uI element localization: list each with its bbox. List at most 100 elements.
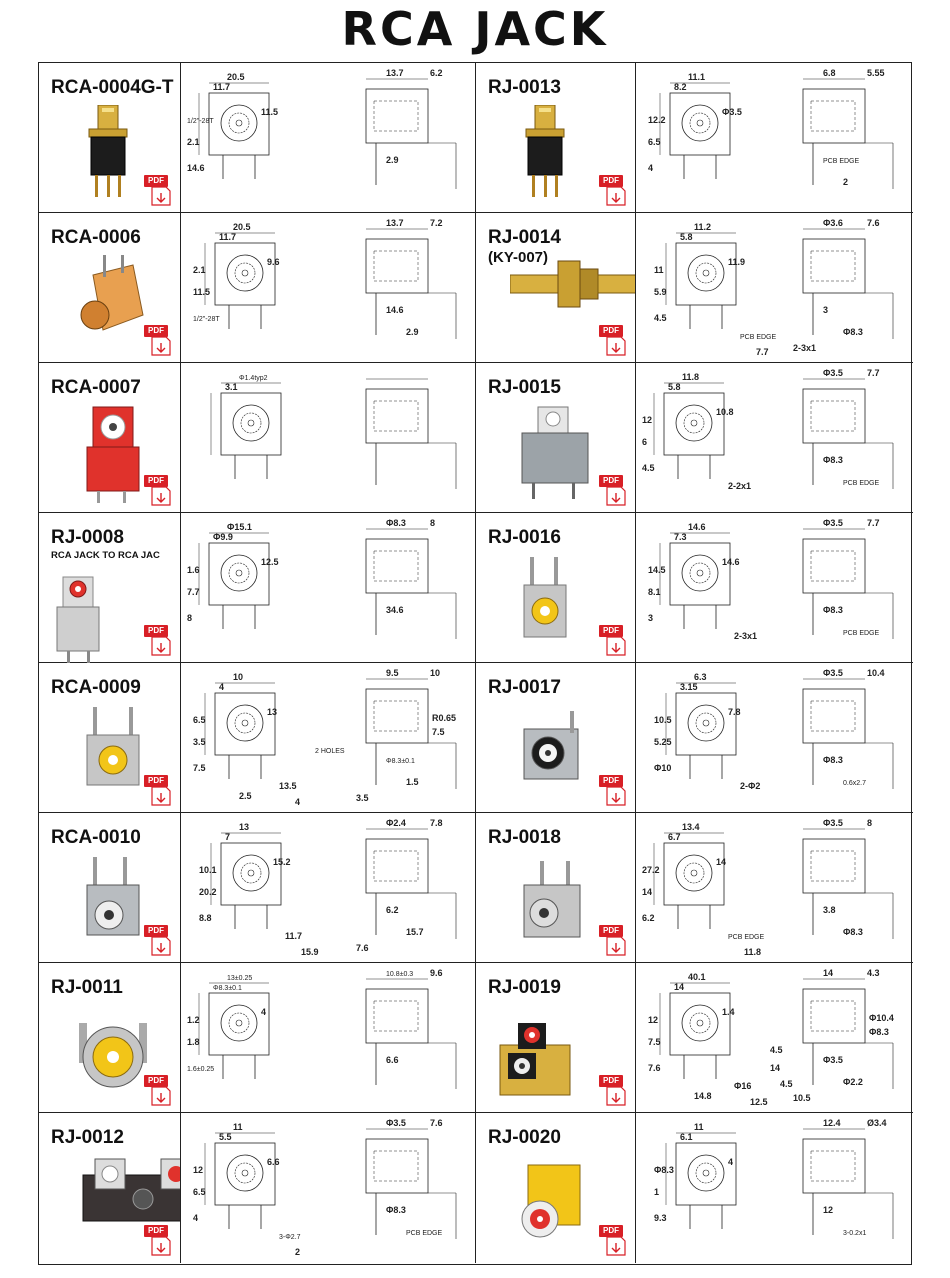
product-photo-cell: RJ-0020 PDF	[476, 1113, 636, 1263]
product-photo-cell: RCA-0006 PDF	[39, 213, 181, 363]
dimension-label: 6.1	[680, 1132, 693, 1142]
pdf-download-icon[interactable]: PDF	[144, 775, 174, 807]
pdf-download-icon[interactable]: PDF	[144, 925, 174, 957]
pdf-download-icon[interactable]: PDF	[599, 325, 629, 357]
dimension-label: 9.3	[654, 1213, 667, 1223]
dimension-label: 11.7	[219, 232, 236, 242]
dimension-label: 10.5	[654, 715, 672, 725]
dimension-label: 2	[295, 1247, 300, 1257]
dimension-label: 12.5	[750, 1097, 768, 1107]
pdf-label: PDF	[144, 1225, 168, 1237]
dimension-label: 4	[648, 163, 653, 173]
pdf-download-icon[interactable]: PDF	[599, 925, 629, 957]
dimension-label: 8	[187, 613, 192, 623]
dimension-label: 10	[233, 672, 243, 682]
dimension-label: 12	[823, 1205, 833, 1215]
dimension-label: 2.1	[193, 265, 206, 275]
dimension-label: 4	[295, 797, 300, 807]
pdf-download-icon[interactable]: PDF	[599, 1075, 629, 1107]
dimension-label: 14.8	[694, 1091, 712, 1101]
model-number: RCA-0004G-T	[51, 77, 174, 98]
dimension-label: 13	[239, 822, 249, 832]
dimension-label: 27.2	[642, 865, 660, 875]
pdf-download-icon[interactable]: PDF	[144, 475, 174, 507]
pdf-download-icon[interactable]: PDF	[144, 625, 174, 657]
dimension-label: 4.5	[780, 1079, 793, 1089]
dimension-label: 9.6	[430, 968, 443, 978]
model-subtitle: RCA JACK TO RCA JAC	[51, 550, 160, 561]
dimension-label: 15.2	[273, 857, 291, 867]
model-number: RJ-0020	[488, 1127, 561, 1148]
dimension-label: 6.3	[694, 672, 707, 682]
model-number: RJ-0013	[488, 77, 561, 98]
pdf-download-icon[interactable]: PDF	[144, 175, 174, 207]
product-photo-cell: RCA-0009 PDF	[39, 663, 181, 813]
product-photo-cell: RJ-0013 PDF	[476, 63, 636, 213]
pdf-download-icon[interactable]: PDF	[144, 1225, 174, 1257]
pdf-label: PDF	[144, 1075, 168, 1087]
pdf-download-icon[interactable]: PDF	[599, 475, 629, 507]
dimension-label: 1.4	[722, 1007, 735, 1017]
pdf-label: PDF	[599, 1225, 623, 1237]
dimension-label: 11.5	[261, 107, 278, 117]
dimension-label: Φ8.3	[843, 327, 863, 337]
dimension-label: 6.2	[430, 68, 443, 78]
product-photo-cell: RJ-0011 PDF	[39, 963, 181, 1113]
dimension-label: 11.8	[744, 947, 761, 957]
dimension-label: 13	[267, 707, 277, 717]
pdf-label: PDF	[599, 175, 623, 187]
dimension-label: 10.5	[793, 1093, 811, 1103]
dimension-label: 9.6	[267, 257, 280, 267]
pdf-download-icon[interactable]: PDF	[599, 175, 629, 207]
product-photo	[510, 855, 590, 960]
dimension-label: 5.8	[680, 232, 693, 242]
dimension-label: Φ3.5	[823, 518, 843, 528]
dimension-label: Φ10	[654, 763, 671, 773]
pdf-download-icon[interactable]: PDF	[144, 1075, 174, 1107]
pdf-download-icon[interactable]: PDF	[599, 775, 629, 807]
dimension-label: 7.7	[867, 368, 880, 378]
model-number: RJ-0016	[488, 527, 561, 548]
dimension-label: Φ8.3±0.1	[386, 758, 415, 765]
dimension-label: 8	[430, 518, 435, 528]
model-number: RJ-0015	[488, 377, 561, 398]
pdf-download-icon[interactable]: PDF	[144, 325, 174, 357]
dimension-label: 14.6	[722, 557, 740, 567]
dimension-label: 7.7	[867, 518, 880, 528]
dimension-label: Ø3.4	[867, 1118, 887, 1128]
pdf-download-icon[interactable]: PDF	[599, 625, 629, 657]
dimension-label: Φ2.4	[386, 818, 406, 828]
dimension-label: 8	[867, 818, 872, 828]
dimension-label: 5.8	[668, 382, 681, 392]
dimension-label: 11.7	[213, 82, 230, 92]
dimension-label: 14.6	[187, 163, 205, 173]
dimension-label: 2-Φ2	[740, 781, 760, 791]
product-photo-cell: RJ-0018 PDF	[476, 813, 636, 963]
dimension-label: 11.8	[682, 372, 699, 382]
dimension-label: 6.2	[386, 905, 399, 915]
product-photo	[73, 1155, 180, 1240]
pdf-download-icon[interactable]: PDF	[599, 1225, 629, 1257]
dimension-label: 14	[823, 968, 833, 978]
product-photo	[510, 405, 600, 510]
dimension-label: Φ2.2	[843, 1077, 863, 1087]
dimension-label: 6.5	[193, 715, 206, 725]
dimension-label: 4.5	[654, 313, 667, 323]
dimension-label: 4	[193, 1213, 198, 1223]
dimension-label: Φ15.1	[227, 522, 252, 532]
product-photo-cell: RJ-0012 PDF	[39, 1113, 181, 1263]
product-photo	[490, 1015, 580, 1113]
dimension-label: Φ10.4	[869, 1013, 894, 1023]
dimension-label: 7.8	[728, 707, 741, 717]
dimension-label: 13±0.25	[227, 975, 252, 982]
dimension-label: 7.5	[193, 763, 206, 773]
dimension-label: 2.9	[406, 327, 419, 337]
product-photo-cell: RJ-0014 (KY-007) PDF	[476, 213, 636, 363]
product-photo-cell: RCA-0004G-T PDF	[39, 63, 181, 213]
